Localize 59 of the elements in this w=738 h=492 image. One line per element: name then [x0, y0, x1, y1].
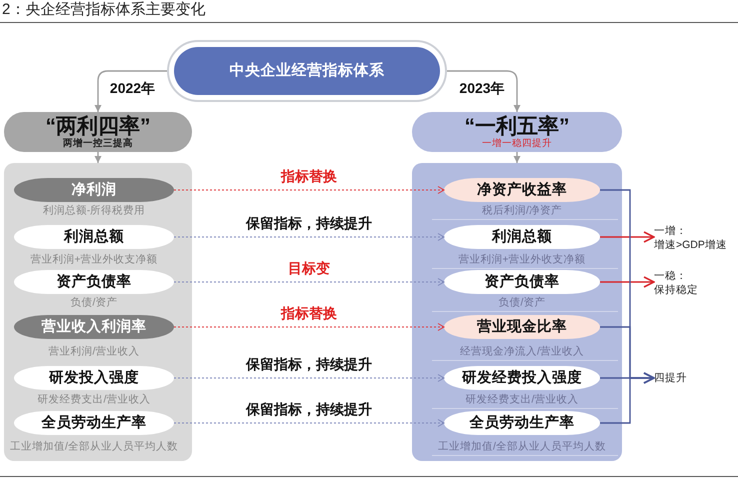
formula-text: 研发经费支出/营业收入 [466, 394, 578, 406]
edge-label: 2022年 [108, 80, 158, 96]
formula-text: 利润总额-所得税费用 [42, 204, 146, 218]
dotted-arrow [174, 374, 444, 382]
header-subtitle: 一增一稳四提升 [482, 138, 552, 149]
annotation-text: 保持稳定 [654, 283, 698, 297]
formula-text: 研发经费支出/营业收入 [38, 394, 150, 406]
formula-text: 营业利润+营业外收支净额 [458, 254, 586, 266]
edge-label: 保留指标，持续提升 [244, 215, 374, 231]
edge-label: 指标替换 [279, 168, 339, 184]
indicator-name: 资产负债率 [56, 274, 132, 290]
dotted-arrow [174, 323, 444, 331]
indicator-panel [4, 163, 192, 461]
arrow [600, 372, 655, 424]
dotted-arrow [174, 278, 444, 286]
indicator-name: 全员劳动生产率 [42, 414, 146, 432]
indicator-name: 资产负债率 [484, 274, 560, 290]
arrow [514, 152, 520, 163]
indicator-name: 营业现金比率 [477, 318, 567, 336]
header-title: “两利四率” [46, 115, 150, 138]
arrow [94, 152, 102, 163]
dotted-arrow [174, 419, 444, 427]
category-header [412, 112, 622, 152]
formula-text: 营业利润/营业收入 [48, 346, 140, 358]
indicator-name: 利润总额 [492, 228, 552, 246]
dotted-arrow [174, 186, 444, 194]
indicator-name: 研发经费投入强度 [462, 370, 582, 386]
edge-label: 保留指标，持续提升 [244, 401, 374, 417]
formula-text: 工业增加值/全部从业人员平均人数 [10, 440, 178, 454]
formula-text: 税后利润/净资产 [482, 204, 562, 218]
arrow [600, 231, 655, 243]
dotted-arrow [174, 233, 444, 241]
arrow [600, 276, 655, 288]
annotation-text: 增速>GDP增速 [654, 238, 727, 252]
annotation-text: 四提升 [654, 371, 687, 385]
annotation-text: 一增： [654, 224, 687, 238]
figure-title: 2：央企经营指标体系主要变化 [2, 1, 206, 19]
indicator-name: 全员劳动生产率 [470, 414, 574, 432]
formula-text: 营业利润+营业外收支净额 [30, 254, 158, 266]
annotation-text: 一稳： [654, 269, 687, 283]
indicator-name: 净利润 [72, 182, 116, 198]
indicator-name: 研发投入强度 [49, 370, 139, 386]
formula-text: 经营现金净流入/营业收入 [460, 346, 584, 358]
formula-text: 负债/资产 [498, 296, 546, 310]
formula-text: 工业增加值/全部从业人员平均人数 [438, 440, 606, 454]
edge-label: 指标替换 [279, 305, 339, 321]
edge-label: 保留指标，持续提升 [244, 356, 374, 372]
category-header [4, 112, 192, 152]
indicator-name: 净资产收益率 [477, 182, 567, 198]
edge-label: 2023年 [457, 80, 507, 96]
indicator-name: 营业收入利润率 [42, 318, 146, 336]
indicator-name: 利润总额 [64, 228, 124, 246]
formula-text: 负债/资产 [70, 296, 118, 310]
header-subtitle: 两增一控三提高 [63, 138, 133, 149]
indicator-panel [412, 163, 622, 461]
hub-title: 中央企业经营指标体系 [230, 62, 384, 80]
header-title: “一利五率” [464, 115, 570, 138]
arrow [94, 70, 167, 112]
arrow [447, 70, 520, 112]
